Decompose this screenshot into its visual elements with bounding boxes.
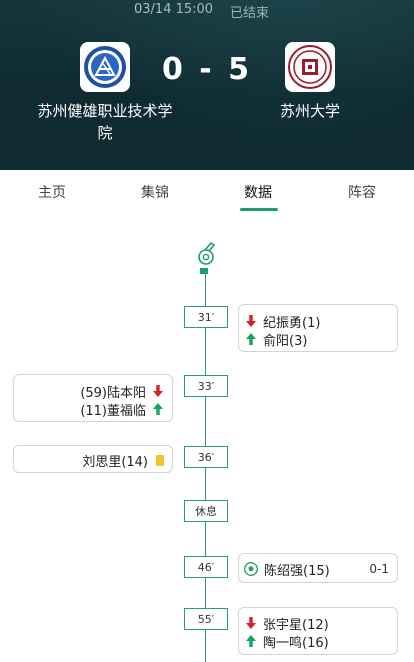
tab-highlights[interactable]: 集锦 xyxy=(141,185,169,201)
home-team-crest-icon xyxy=(84,46,126,88)
yellow-card-icon xyxy=(156,454,164,466)
event-card-substitution[interactable]: 纪振勇(1) 俞阳(3) xyxy=(238,304,398,352)
minute-marker: 31′ xyxy=(184,306,228,328)
minute-marker: 55′ xyxy=(184,608,228,630)
tab-home[interactable]: 主页 xyxy=(38,185,66,201)
whistle-icon xyxy=(198,242,215,265)
sub-out-arrow-icon xyxy=(245,616,257,630)
sub-in-arrow-icon xyxy=(245,332,257,346)
timeline-start-marker xyxy=(200,268,208,274)
match-status: 已结束 xyxy=(230,6,270,21)
match-datetime: 03/14 15:00 xyxy=(134,2,214,17)
tab-stats[interactable]: 数据 xyxy=(244,185,272,201)
tab-lineup[interactable]: 阵容 xyxy=(348,185,376,201)
minute-marker: 33′ xyxy=(184,375,228,397)
match-score: 0 - 5 xyxy=(161,52,253,87)
sub-in-player: 陶一鸣(16) xyxy=(263,635,329,651)
event-card-goal[interactable]: 陈绍强(15) 0-1 xyxy=(238,553,398,583)
sub-in-player: 俞阳(3) xyxy=(263,333,308,349)
sub-out-arrow-icon xyxy=(152,384,164,398)
sub-out-player: (59)陆本阳 xyxy=(80,385,146,401)
away-team-crest-icon xyxy=(288,45,332,89)
sub-in-arrow-icon xyxy=(152,402,164,416)
booked-player: 刘思里(14) xyxy=(82,454,148,470)
sub-out-player: 张宇星(12) xyxy=(263,617,329,633)
sub-out-arrow-icon xyxy=(245,314,257,328)
minute-marker: 46′ xyxy=(184,556,228,578)
event-card-substitution[interactable]: (59)陆本阳 (11)董福临 xyxy=(13,374,173,422)
match-header: 03/14 15:00 已结束 0 - 5 苏州健雄职业技术学院 苏州大学 xyxy=(0,0,414,170)
halftime-marker: 休息 xyxy=(184,500,228,522)
away-team-name[interactable]: 苏州大学 xyxy=(279,102,340,120)
event-card-yellow-card[interactable]: 刘思里(14) xyxy=(13,445,173,473)
sub-in-arrow-icon xyxy=(245,634,257,648)
goal-scorer: 陈绍强(15) xyxy=(264,563,330,579)
event-card-substitution[interactable]: 张宇星(12) 陶一鸣(16) xyxy=(238,607,398,655)
home-team-logo[interactable] xyxy=(80,42,130,92)
sub-in-player: (11)董福临 xyxy=(80,403,146,419)
tab-bar: 主页 集锦 数据 阵容 xyxy=(0,170,414,214)
football-icon xyxy=(244,562,258,576)
goal-running-score: 0-1 xyxy=(369,562,389,576)
minute-marker: 36′ xyxy=(184,446,228,468)
sub-out-player: 纪振勇(1) xyxy=(263,315,321,331)
active-tab-indicator xyxy=(240,208,278,211)
away-team-logo[interactable] xyxy=(285,42,335,92)
home-team-name[interactable]: 苏州健雄职业技术学院 xyxy=(37,102,173,142)
